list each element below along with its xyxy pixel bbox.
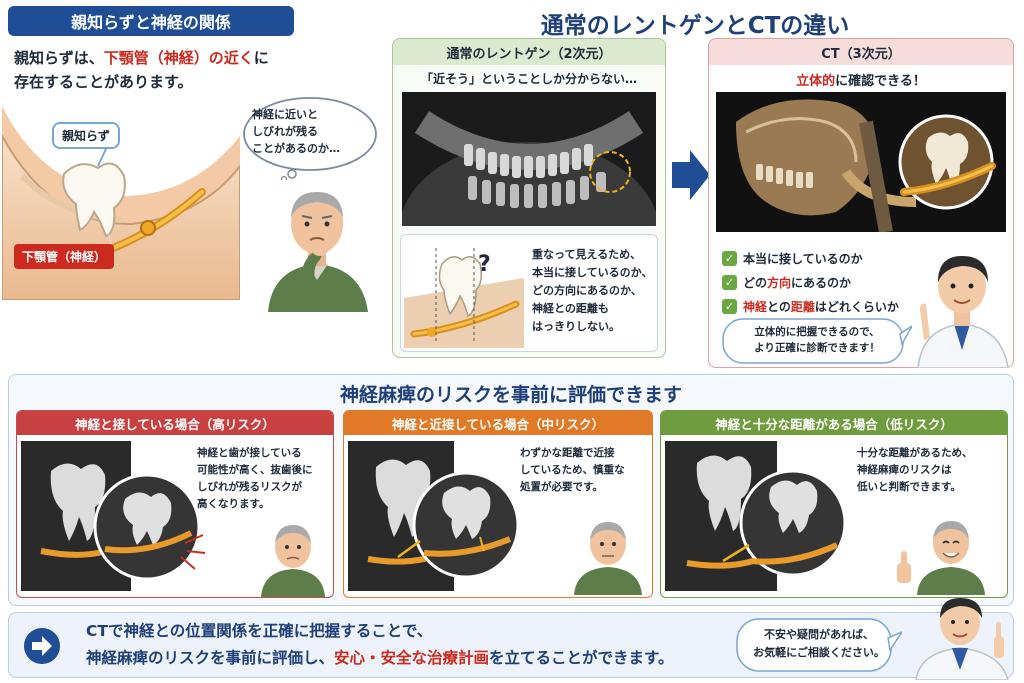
- bottom-line-2-b: を立てることができます。: [489, 649, 674, 667]
- risk-mid-line-3: 処置が必要です。: [520, 481, 603, 493]
- risk-card-medium-header: 神経と近接している場合（中リスク）: [344, 411, 652, 435]
- risk-card-high-text: 神経と歯が接している 可能性が高く、抜歯後に しびれが残るリスクが 高くなります…: [197, 445, 331, 513]
- risk-card-high-header: 神経と接している場合（高リスク）: [17, 411, 333, 435]
- arrow-right-circle-icon: [24, 628, 60, 664]
- thought-line-2: しびれが残る: [252, 125, 318, 138]
- thought-line-1: 神経に近いと: [252, 108, 318, 121]
- risk-high-line-4: 高くなります。: [197, 498, 270, 510]
- arrow-right-icon: [672, 150, 710, 200]
- check-item-post-to: との: [767, 299, 791, 314]
- doctor-speech-line-1: 立体的に把握できるので、: [754, 326, 880, 338]
- xray-detail-line-2: 本当に接しているのか、: [532, 266, 653, 279]
- risk-low-line-1: 十分な距離があるため、: [857, 447, 973, 459]
- jaw-cross-section-illustration: [2, 106, 240, 300]
- thought-bubble-text: 神経に近いと しびれが残る ことがあるのか…: [252, 106, 368, 157]
- bottom-line-1: CTで神経との位置関係を正確に把握することで、: [86, 622, 433, 640]
- doctor-speech-text: 立体的に把握できるので、 より正確に診断できます！: [730, 324, 904, 356]
- consultation-line-1: 不安や疑問があれば、: [764, 628, 874, 641]
- check-item-text: 本当に接しているのか: [743, 251, 863, 266]
- thought-line-3: ことがあるのか…: [252, 142, 340, 155]
- smiling-man-thumbs-up-icon: [897, 521, 985, 595]
- worried-man-small-icon: [261, 525, 325, 597]
- intro-text-red: 下顎管（神経）の近く: [103, 49, 254, 67]
- xray-panel-header: 通常のレントゲン（2次元）: [393, 39, 665, 65]
- doctor-speech-bubble: [722, 318, 912, 364]
- intro-text: 親知らずは、下顎管（神経）の近くに 存在することがあります。: [14, 46, 294, 94]
- bottom-summary-text: CTで神経との位置関係を正確に把握することで、 神経麻痺のリスクを事前に評価し、…: [86, 618, 726, 672]
- bottom-line-2-red: 安心・安全な治療計画: [334, 649, 490, 667]
- check-icon: ✓: [722, 298, 737, 314]
- check-icon: ✓: [722, 274, 737, 290]
- check-item-direction: ✓ どの方向にあるのか: [722, 270, 922, 294]
- risk-section-title: 神経麻痺のリスクを事前に評価できます: [339, 384, 682, 406]
- risk-card-medium: 神経と近接している場合（中リスク） わずかな距離で近接 しているため、慎重な 処…: [343, 410, 653, 598]
- worried-elderly-man-illustration: [268, 192, 368, 312]
- ct-3d-skull-image: [716, 92, 1006, 232]
- label-mandibular-canal: 下顎管（神経）: [14, 244, 115, 269]
- consultation-speech-text: 不安や疑問があれば、 お気軽にご相談ください。: [744, 626, 894, 662]
- bottom-line-2-a: 神経麻痺のリスクを事前に評価し、: [86, 649, 335, 667]
- doctor-illustration: [917, 256, 1009, 368]
- xray-detail-text: 重なって見えるため、 本当に接しているのか、 どの方向にあるのか、 神経との距離…: [532, 246, 656, 336]
- check-item-contact: ✓ 本当に接しているのか: [722, 246, 922, 270]
- check-item-red-nerve: 神経: [743, 299, 768, 314]
- risk-mid-line-1: わずかな距離で近接: [520, 447, 615, 459]
- check-item-red-distance: 距離: [790, 299, 815, 314]
- xray-detail-line-5: はっきりしない。: [532, 320, 620, 333]
- wisdom-tooth-shape: [62, 162, 126, 238]
- intro-text-b: に: [253, 49, 269, 67]
- ct-caption-red: 立体的: [796, 74, 836, 89]
- xray-detail-line-1: 重なって見えるため、: [532, 248, 642, 261]
- risk-card-high: 神経と接している場合（高リスク） 神経と歯が接している 可能性が高く、抜歯後に …: [16, 410, 334, 598]
- intro-text-a: 親知らずは、: [14, 49, 104, 67]
- consultation-speech-bubble: [736, 618, 902, 672]
- overlap-tooth-diagram: [404, 248, 524, 348]
- doctor-speech-line-2: より正確に診断できます！: [754, 342, 880, 354]
- check-icon: ✓: [722, 250, 737, 266]
- thought-bubble: [243, 97, 377, 180]
- check-item-post: にあるのか: [791, 275, 852, 290]
- check-item-distance: ✓ 神経との距離はどれくらいか: [722, 294, 922, 318]
- check-item-red: 方向: [767, 275, 792, 290]
- risk-high-line-2: 可能性が高く、抜歯後に: [197, 464, 313, 476]
- ct-caption-rest: に確認できる！: [835, 74, 926, 89]
- check-item-post-how: はどれくらいか: [814, 299, 899, 314]
- label-wisdom-tooth: 親知らず: [52, 122, 120, 149]
- section-header-wisdom-nerve: 親知らずと神経の関係: [8, 6, 294, 36]
- ct-check-list: ✓ 本当に接しているのか ✓ どの方向にあるのか ✓ 神経との距離はどれくらいか: [722, 246, 922, 318]
- question-mark: ?: [478, 252, 491, 277]
- main-title: 通常のレントゲンとCTの違い: [540, 13, 850, 39]
- ct-slice-high-risk-image: [21, 441, 206, 591]
- check-item-pre: どの: [743, 275, 768, 290]
- risk-low-line-2: 神経麻痺のリスクは: [857, 464, 952, 476]
- xray-detail-line-4: 神経との距離も: [532, 302, 609, 315]
- risk-card-low-text: 十分な距離があるため、 神経麻痺のリスクは 低いと判断できます。: [857, 445, 1005, 496]
- ct-caption: 立体的に確認できる！: [710, 70, 1012, 89]
- ct-panel-header: CT（3次元）: [709, 39, 1013, 65]
- risk-card-low-header: 神経と十分な距離がある場合（低リスク）: [661, 411, 1007, 435]
- ct-slice-medium-risk-image: [348, 441, 520, 591]
- risk-high-line-3: しびれが残るリスクが: [197, 481, 302, 493]
- intro-text-line2: 存在することがあります。: [14, 73, 193, 91]
- consultation-line-2: お気軽にご相談ください。: [753, 646, 885, 659]
- risk-mid-line-2: しているため、慎重な: [520, 464, 625, 476]
- panoramic-xray-image: [402, 92, 656, 226]
- thinking-man-small-icon: [574, 522, 642, 595]
- risk-card-medium-text: わずかな距離で近接 しているため、慎重な 処置が必要です。: [520, 445, 650, 496]
- risk-high-line-1: 神経と歯が接している: [197, 447, 302, 459]
- xray-detail-line-3: どの方向にあるのか、: [532, 284, 642, 297]
- wisdom-tooth-highlight-circle: [589, 151, 631, 193]
- ct-slice-low-risk-image: [665, 441, 847, 591]
- risk-card-low: 神経と十分な距離がある場合（低リスク） 十分な距離があるため、 神経麻痺のリスク…: [660, 410, 1008, 598]
- doctor-pointing-illustration: [915, 598, 1009, 680]
- xray-caption: 「近そう」ということしか分からない…: [420, 72, 637, 86]
- risk-low-line-3: 低いと判断できます。: [857, 481, 961, 493]
